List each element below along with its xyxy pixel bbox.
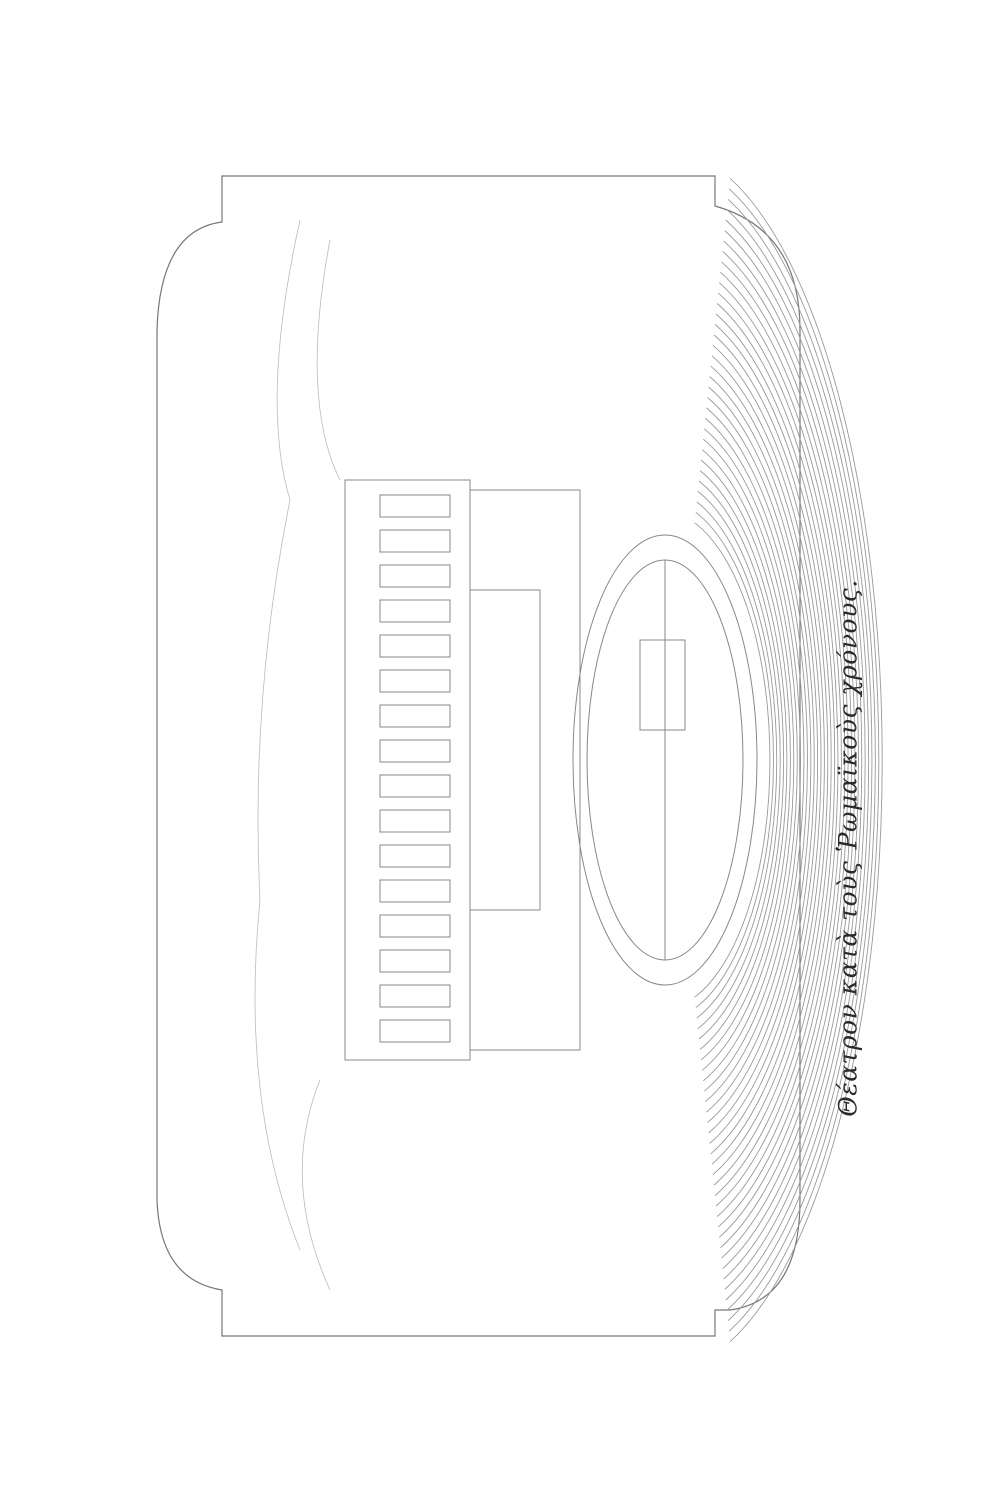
column-bay: [379, 494, 451, 518]
seating-row: [720, 271, 853, 1249]
seating-row: [715, 313, 839, 1207]
illustration-frame: [156, 175, 801, 1337]
seating-row: [712, 344, 829, 1176]
column-bay: [379, 634, 451, 658]
seating-row: [703, 438, 798, 1082]
seating-row: [705, 418, 805, 1102]
seating-row: [707, 397, 812, 1123]
column-bay: [379, 599, 451, 623]
scaenae-frons: [344, 479, 471, 1061]
seating-row: [726, 209, 873, 1311]
column-bay: [379, 669, 451, 693]
seating-row: [706, 407, 808, 1113]
column-bay: [379, 529, 451, 553]
seating-row: [713, 334, 832, 1186]
column-bay: [379, 774, 451, 798]
seating-row: [719, 282, 849, 1238]
column-bay: [379, 809, 451, 833]
column-bay: [379, 704, 451, 728]
column-bay: [379, 844, 451, 868]
column-bay: [379, 914, 451, 938]
column-bay: [379, 739, 451, 763]
seating-row: [699, 470, 788, 1050]
seating-row: [718, 292, 846, 1228]
seating-row: [725, 219, 870, 1301]
column-bay: [379, 984, 451, 1008]
proscenium: [469, 489, 581, 1051]
orchestra: [572, 534, 758, 986]
seating-row: [696, 501, 778, 1019]
seating-row: [722, 250, 859, 1270]
seating-row: [709, 376, 819, 1144]
seating-row: [727, 198, 876, 1322]
seating-row: [701, 449, 795, 1071]
seating-row: [714, 324, 836, 1196]
stage-building: [344, 479, 581, 1061]
figure-caption: Θέατρον κατὰ τοὺς Ῥωμαϊκοὺς χρόνους.: [833, 579, 863, 1117]
seating-row: [695, 511, 774, 1009]
seating-row: [704, 428, 801, 1092]
seating-row: [728, 188, 880, 1332]
seating-row: [697, 491, 781, 1029]
seating-row: [700, 459, 791, 1061]
seating-row: [710, 365, 822, 1155]
column-bay: [379, 564, 451, 588]
column-bay: [379, 1019, 451, 1043]
seating-row: [716, 303, 842, 1217]
column-bay: [379, 879, 451, 903]
cavea-seating: [694, 177, 883, 1343]
seating-row: [694, 522, 771, 998]
seating-row: [721, 261, 856, 1259]
hillside: [254, 219, 341, 1291]
seating-row: [708, 386, 815, 1134]
seating-row: [711, 355, 825, 1165]
seating-row: [698, 480, 785, 1040]
seating-row: [729, 177, 883, 1343]
stage-center: [469, 589, 541, 911]
seating-row: [724, 230, 866, 1290]
column-bay: [379, 949, 451, 973]
seating-row: [723, 240, 863, 1280]
